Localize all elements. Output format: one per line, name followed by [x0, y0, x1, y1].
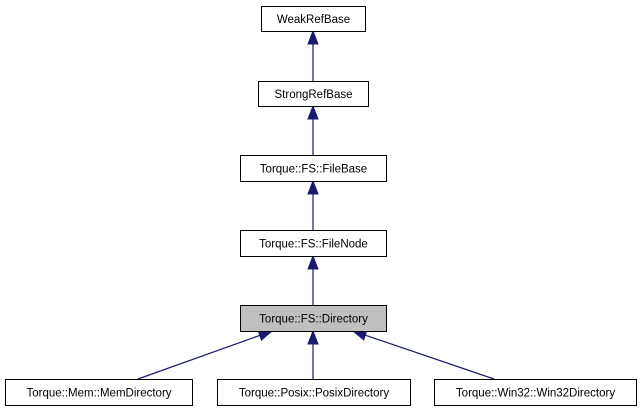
- class-node-win32directory[interactable]: Torque::Win32::Win32Directory: [434, 379, 637, 406]
- inheritance-edge-win32directory-to-directory: [351, 329, 495, 380]
- edge-line: [137, 334, 260, 380]
- edges-layer: [137, 29, 495, 380]
- node-box: [240, 305, 387, 332]
- node-label: Torque::Posix::PosixDirectory: [239, 388, 389, 400]
- node-label: Torque::Win32::Win32Directory: [456, 388, 615, 400]
- class-node-weakrefbase[interactable]: WeakRefBase: [261, 6, 366, 32]
- node-box: [240, 155, 387, 182]
- arrowhead-icon: [307, 254, 319, 270]
- inheritance-edge-filebase-to-strongrefbase: [307, 104, 319, 155]
- nodes-layer: WeakRefBaseStrongRefBaseTorque::FS::File…: [5, 6, 637, 406]
- node-box: [434, 379, 637, 406]
- class-node-posixdirectory[interactable]: Torque::Posix::PosixDirectory: [217, 379, 411, 406]
- class-node-strongrefbase[interactable]: StrongRefBase: [258, 81, 369, 107]
- node-box: [258, 81, 369, 107]
- node-label: Torque::FS::FileBase: [260, 164, 367, 176]
- arrowhead-icon: [257, 330, 274, 341]
- node-label: WeakRefBase: [277, 14, 350, 26]
- inheritance-edge-memdirectory-to-directory: [137, 330, 274, 380]
- inheritance-edge-strongrefbase-to-weakrefbase: [307, 29, 319, 81]
- arrowhead-icon: [307, 29, 319, 45]
- class-node-filebase[interactable]: Torque::FS::FileBase: [240, 155, 387, 182]
- node-label: Torque::FS::FileNode: [259, 239, 368, 251]
- node-box: [217, 379, 411, 406]
- node-label: StrongRefBase: [275, 89, 353, 101]
- class-node-filenode[interactable]: Torque::FS::FileNode: [240, 230, 387, 257]
- inheritance-edge-posixdirectory-to-directory: [307, 329, 319, 379]
- node-box: [5, 379, 193, 406]
- edge-line: [365, 334, 495, 380]
- inheritance-edge-directory-to-filenode: [307, 254, 319, 305]
- class-node-directory: Torque::FS::Directory: [240, 305, 387, 332]
- class-node-memdirectory[interactable]: Torque::Mem::MemDirectory: [5, 379, 193, 406]
- arrowhead-icon: [307, 104, 319, 120]
- node-box: [261, 6, 366, 32]
- node-label: Torque::FS::Directory: [259, 314, 368, 326]
- node-label: Torque::Mem::MemDirectory: [26, 388, 171, 400]
- arrowhead-icon: [307, 329, 319, 345]
- node-box: [240, 230, 387, 257]
- arrowhead-icon: [307, 179, 319, 195]
- inheritance-edge-filenode-to-filebase: [307, 179, 319, 230]
